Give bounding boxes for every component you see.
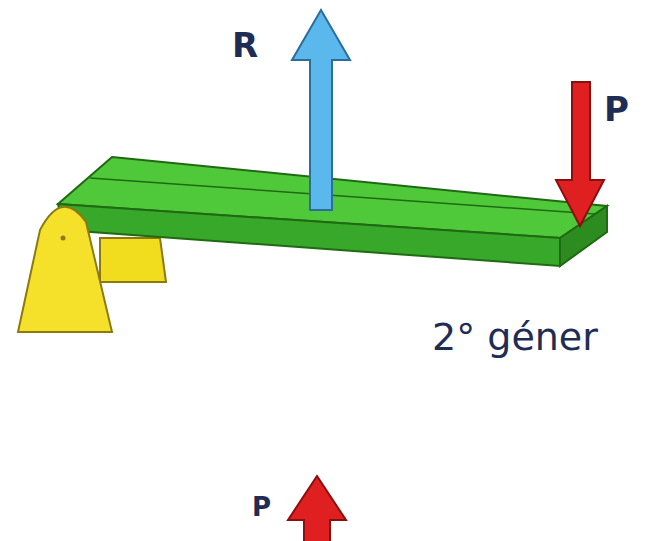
plank-edge: [90, 178, 595, 214]
fulcrum-block: [100, 238, 166, 282]
force-label: P: [252, 494, 271, 520]
lever-class-label: 2° géner: [432, 318, 598, 356]
force-arrow-r: [292, 10, 350, 210]
force-arrow-p-bottom: [288, 476, 346, 541]
force-label: P: [604, 92, 629, 126]
force-arrow-p: [556, 82, 604, 226]
fulcrum-pin: [61, 236, 66, 241]
force-label: R: [232, 28, 258, 62]
plank-front: [58, 204, 560, 266]
fulcrum: [18, 207, 112, 332]
